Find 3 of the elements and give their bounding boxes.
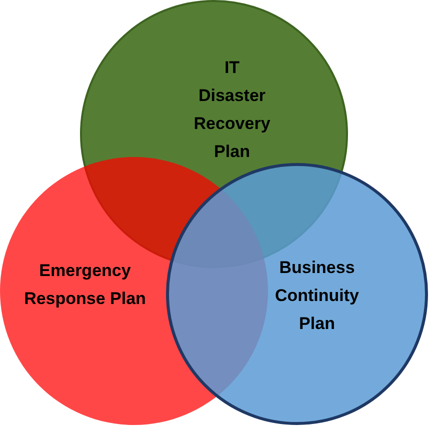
circle-label: Business Continuity Plan	[274, 257, 360, 335]
circle-label: Emergency Response Plan	[23, 260, 147, 310]
circle-label: IT Disaster Recovery Plan	[192, 57, 272, 163]
